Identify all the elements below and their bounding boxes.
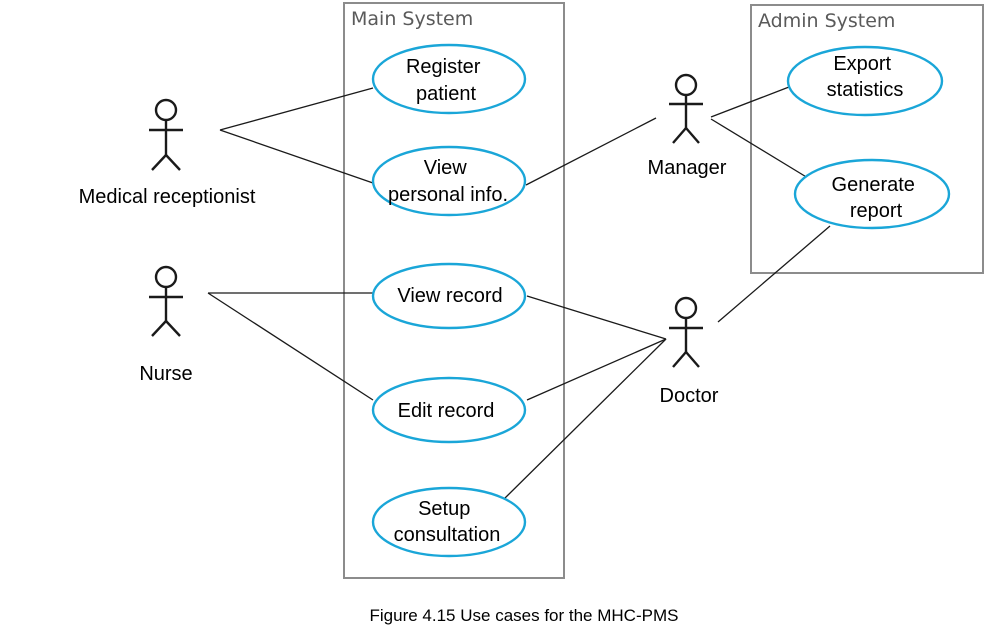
assoc-receptionist-view-info: [219, 129, 374, 184]
assoc-nurse-edit-record: [207, 292, 374, 401]
actor-doctor[interactable]: Doctor: [660, 296, 719, 407]
use-case-edit-record[interactable]: Edit record: [371, 376, 527, 444]
stick-figure-icon: [149, 98, 183, 171]
actor-manager[interactable]: Manager: [648, 73, 727, 179]
assoc-receptionist-register: [219, 87, 374, 131]
use-case-label: Setup consultation: [394, 498, 501, 546]
associations: [207, 86, 831, 501]
actor-label: Doctor: [660, 385, 719, 407]
assoc-manager-export: [710, 86, 790, 118]
admin-system-boundary: Admin System: [750, 4, 984, 274]
stick-figure-icon: [149, 265, 183, 337]
use-case-label: View personal info.: [388, 157, 508, 206]
use-case-view-record[interactable]: View record: [371, 262, 527, 330]
admin-system-label: Admin System: [758, 10, 895, 32]
actor-label: Manager: [648, 157, 727, 179]
figure-caption: Figure 4.15 Use cases for the MHC-PMS: [370, 606, 679, 625]
actor-nurse[interactable]: Nurse: [139, 265, 193, 385]
actor-label: Nurse: [139, 363, 192, 385]
assoc-doctor-view-record: [526, 295, 667, 340]
use-case-view-personal-info[interactable]: View personal info.: [371, 145, 527, 217]
assoc-doctor-report: [717, 225, 831, 323]
use-case-label: Edit record: [398, 400, 495, 422]
use-case-generate-report[interactable]: Generate report: [793, 158, 951, 230]
use-case-label: View record: [397, 285, 502, 307]
use-case-label: Export statistics: [827, 53, 904, 101]
assoc-doctor-edit-record: [526, 338, 667, 401]
stick-figure-icon: [669, 73, 703, 144]
use-case-label: Generate report: [832, 174, 921, 222]
main-system-label: Main System: [351, 8, 473, 30]
actor-label: Medical receptionist: [79, 186, 256, 208]
use-case-export-statistics[interactable]: Export statistics: [786, 45, 944, 117]
use-case-setup-consultation[interactable]: Setup consultation: [371, 486, 527, 558]
use-case-label: Register patient: [406, 56, 486, 105]
assoc-manager-report: [710, 118, 809, 179]
use-case-register-patient[interactable]: Register patient: [371, 43, 527, 115]
assoc-manager-view-info: [525, 117, 657, 186]
stick-figure-icon: [669, 296, 703, 368]
assoc-doctor-setup: [502, 338, 667, 501]
actor-medical-receptionist[interactable]: Medical receptionist: [79, 98, 256, 208]
